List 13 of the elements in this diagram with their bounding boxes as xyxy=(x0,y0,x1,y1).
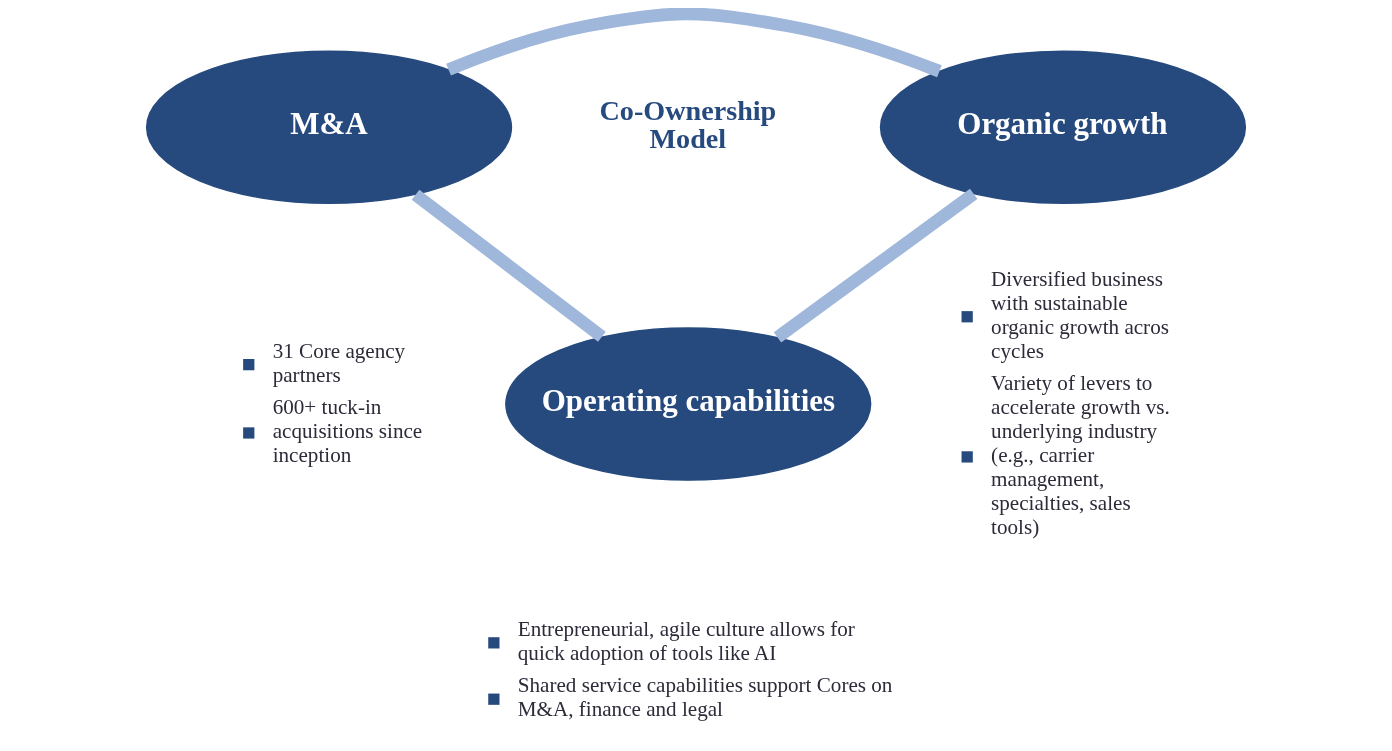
node-label: Shared service capabilities support Cores on M&A, finance and legal xyxy=(517,673,893,722)
node-ellipse: M&A xyxy=(145,50,513,205)
node-ellipse: Operating capabilities xyxy=(505,327,872,481)
node-label: 31 Core agency partners xyxy=(272,338,406,387)
node-label: 600+ tuck-in acquisitions since inception xyxy=(272,394,423,467)
node-ellipse: Organic growth xyxy=(879,50,1247,205)
connector xyxy=(773,188,978,343)
connector xyxy=(446,8,942,78)
node-label: Variety of levers to accelerate growth vs. underlying industry (e.g., carrier management, specialties, sales tools) xyxy=(991,371,1170,539)
label: Co-Ownership Model xyxy=(599,95,777,155)
node-label: Diversified business with sustainable organic growth acros cycles xyxy=(991,266,1169,363)
node-label: Entrepreneurial, agile culture allows for quick adoption of tools like AI xyxy=(517,616,855,665)
connector xyxy=(411,189,606,342)
